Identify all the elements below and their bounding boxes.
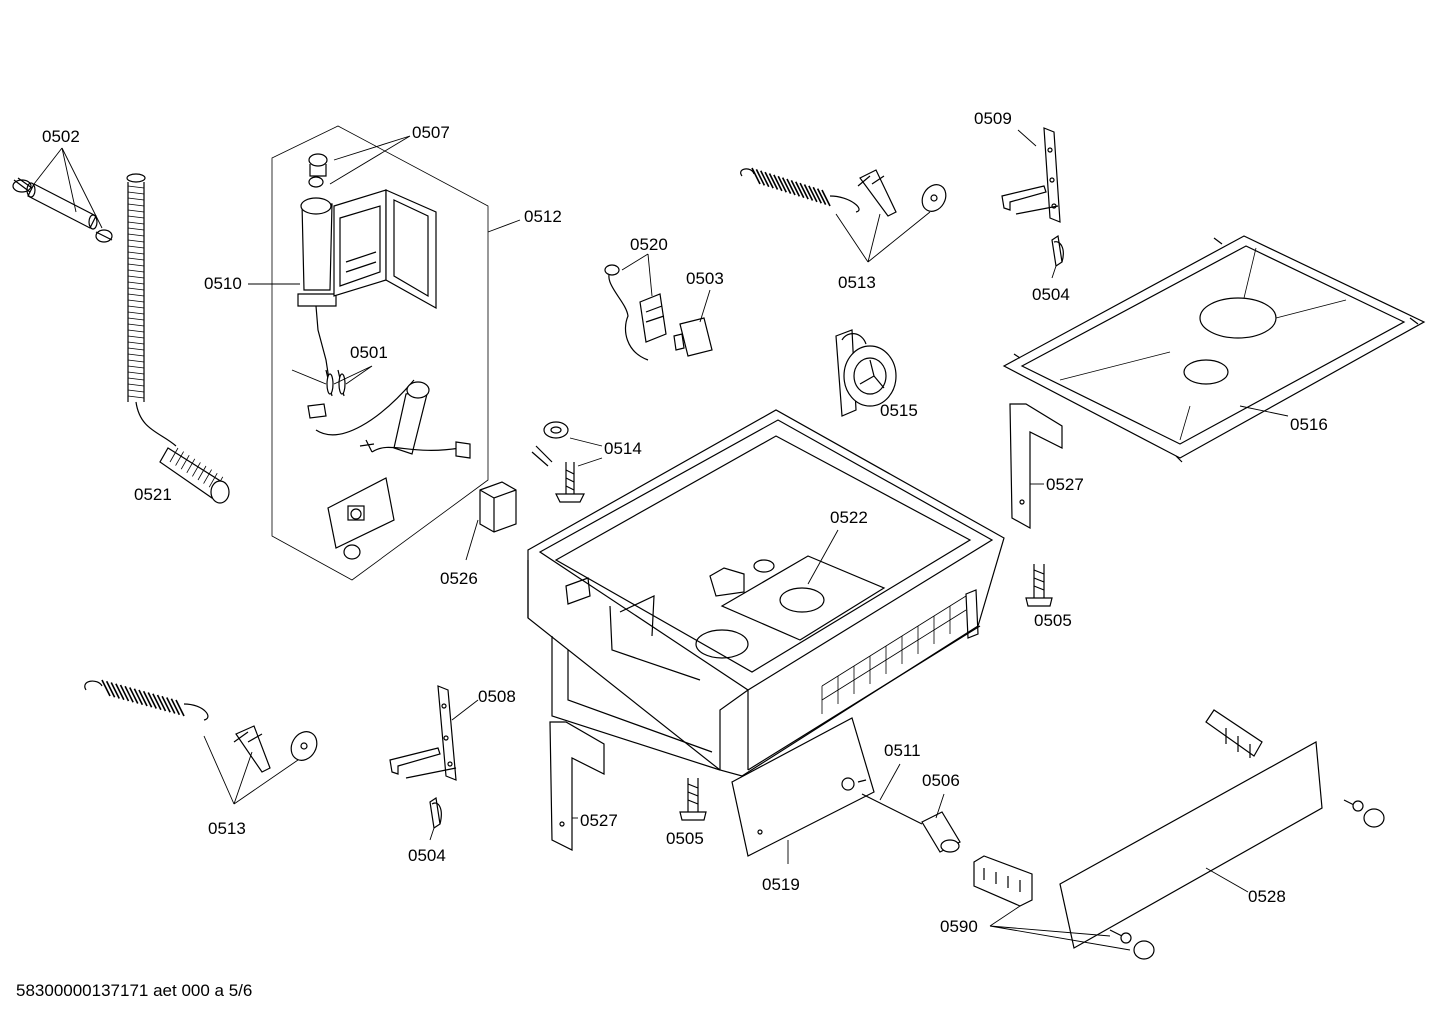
label-0504-bottom: 0504: [408, 846, 446, 865]
label-0509: 0509: [974, 109, 1012, 128]
label-0504-top: 0504: [1032, 285, 1070, 304]
leaders-0512: [487, 219, 521, 233]
leaders-0504-bottom: [429, 827, 435, 841]
part-0502-clamps: [12, 177, 113, 243]
group-0512-outline: [271, 125, 489, 581]
part-0514-gear: [531, 421, 585, 503]
label-0522: 0522: [830, 508, 868, 527]
part-0515-motor: [835, 329, 897, 417]
leaders-0514: [569, 437, 603, 467]
part-0506-knob: [921, 811, 961, 853]
label-0519: 0519: [762, 875, 800, 894]
part-bracket-group: [327, 477, 395, 560]
part-kickplate-fasteners: [1109, 799, 1385, 960]
label-0502: 0502: [42, 127, 80, 146]
leaders-0526: [465, 519, 479, 561]
leaders-0511: [879, 763, 901, 801]
part-0504-clip-top: [1051, 234, 1064, 268]
label-0505-right: 0505: [1034, 611, 1072, 630]
part-0505-screw-right: [1025, 564, 1053, 607]
label-0514: 0514: [604, 439, 642, 458]
part-0511-rod: [861, 793, 923, 825]
leaders-0528: [1205, 867, 1249, 893]
document-id: 58300000137171 aet 000 a 5/6: [16, 981, 253, 1000]
label-0503: 0503: [686, 269, 724, 288]
leaders-0506: [935, 793, 945, 819]
label-0513-top: 0513: [838, 273, 876, 292]
part-0510-dispenser: [297, 153, 437, 387]
leaders-0590: [989, 905, 1131, 951]
label-0511: 0511: [884, 741, 921, 760]
leaders-0520: [621, 253, 653, 297]
label-0521: 0521: [134, 485, 172, 504]
leaders-0522: [807, 529, 839, 585]
label-0516: 0516: [1290, 415, 1328, 434]
label-0520: 0520: [630, 235, 668, 254]
label-0527-left: 0527: [580, 811, 618, 830]
label-0506: 0506: [922, 771, 960, 790]
leaders-0503: [699, 289, 711, 323]
leaders-0509: [1017, 129, 1037, 147]
part-0509-bracket: [1001, 127, 1061, 223]
leaders-0507: [329, 135, 411, 185]
label-0508: 0508: [478, 687, 516, 706]
label-0590: 0590: [940, 917, 978, 936]
label-0526: 0526: [440, 569, 478, 588]
label-0501: 0501: [350, 343, 388, 362]
part-0527-lplate-right: [1009, 403, 1063, 530]
leaders-0508: [451, 699, 479, 721]
part-0504-clip-bottom: [429, 796, 442, 830]
label-0507: 0507: [412, 123, 450, 142]
label-0515: 0515: [880, 401, 918, 420]
label-0505-left: 0505: [666, 829, 704, 848]
part-0521-drain-hose: [126, 173, 230, 504]
part-0513-spring-top: [740, 167, 947, 217]
part-0590-bracket: [973, 855, 1033, 907]
part-0526-box: [479, 481, 517, 533]
leaders-0513-top: [835, 211, 931, 263]
part-0503-plug: [673, 317, 713, 357]
leaders-0502: [33, 147, 103, 229]
part-0508-bracket: [389, 685, 457, 781]
part-0513-spring-bottom: [84, 679, 318, 773]
label-0512: 0512: [524, 207, 562, 226]
part-0527-lplate-left: [549, 721, 605, 851]
part-0505-screw-left: [679, 778, 707, 821]
label-0513-bottom: 0513: [208, 819, 246, 838]
part-base-tub: [527, 409, 1005, 777]
part-0519-panel: [731, 717, 875, 857]
part-0501-connectors: [307, 369, 471, 459]
leaders-0504-top: [1051, 265, 1057, 279]
part-0528-kickplate: [1059, 709, 1323, 949]
part-0520-cable: [604, 264, 667, 361]
label-0528: 0528: [1248, 887, 1286, 906]
leaders-0516: [1239, 405, 1289, 417]
label-0510: 0510: [204, 274, 242, 293]
leaders-0501: [291, 365, 373, 385]
leaders-0513-bottom: [203, 735, 299, 805]
part-0516-base-plate: [1002, 235, 1426, 463]
label-0527-right: 0527: [1046, 475, 1084, 494]
